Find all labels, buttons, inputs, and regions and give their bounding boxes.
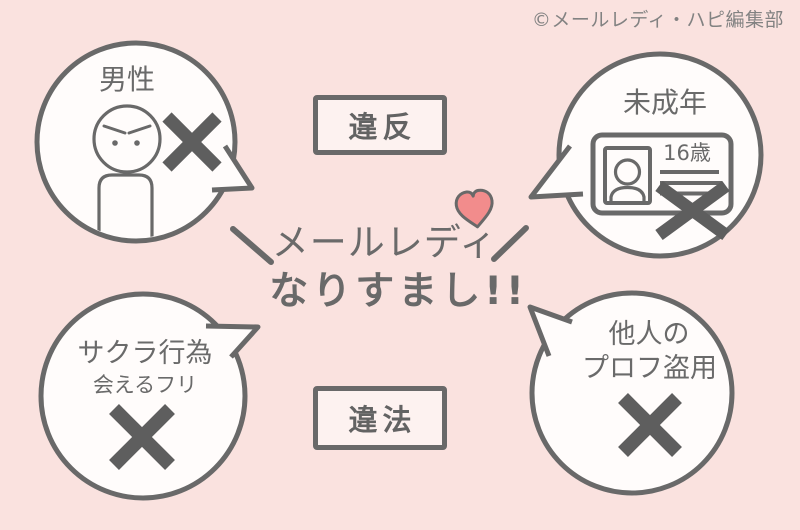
x-mark-icon [655,180,730,241]
man-left-eye [112,140,118,146]
bubble-tail [527,304,573,357]
speech-bubble-male [34,40,255,244]
bubble-profile-label-line2: プロフ盗用 [582,353,717,384]
bubble-circle [529,290,735,496]
heart-icon [454,188,494,229]
id-photo-shoulders [609,185,646,201]
bubble-profile-label-line1: 他人の [608,319,690,350]
speech-bubble-minor [528,51,764,259]
center-subtitle: なりすまし!! [269,269,528,314]
emphasis-slashes [230,225,529,265]
illegal-badge-label: 違法 [348,403,417,437]
bubble-tail [205,323,261,359]
x-mark-icon [109,404,175,470]
bubble-male-label: 男性 [98,63,155,96]
man-head [92,104,162,174]
x-mark-icon [618,393,682,457]
id-card-age-text: 16歳 [663,141,711,165]
bubble-tail [211,144,255,193]
speech-bubble-stolen-profile [527,290,735,496]
angry-man-icon [92,104,162,238]
man-right-eye [134,140,140,146]
bubble-minor-label: 未成年 [622,86,707,119]
bubble-sakura-label-line1: サクラ行為 [77,338,213,369]
right-slash-icon [491,225,529,262]
x-mark-icon [162,112,222,172]
man-body [97,173,154,238]
bubble-sakura-label-line2: 会えるフリ [92,373,198,397]
violation-badge: 違反 [313,95,447,155]
man-right-eyebrow [127,124,152,135]
center-title: メールレディ [271,221,498,264]
left-slash-icon [230,226,274,265]
violation-badge-label: 違反 [348,110,417,144]
bubble-circle [38,291,248,501]
bubble-tail [528,144,584,200]
copyright-text: ©メールレディ・ハピ編集部 [531,9,784,31]
man-left-eyebrow [102,124,127,135]
illegal-badge: 違法 [313,386,447,450]
id-photo-head [613,158,642,186]
id-card-icon [590,132,734,216]
speech-bubble-sakura [38,291,261,501]
